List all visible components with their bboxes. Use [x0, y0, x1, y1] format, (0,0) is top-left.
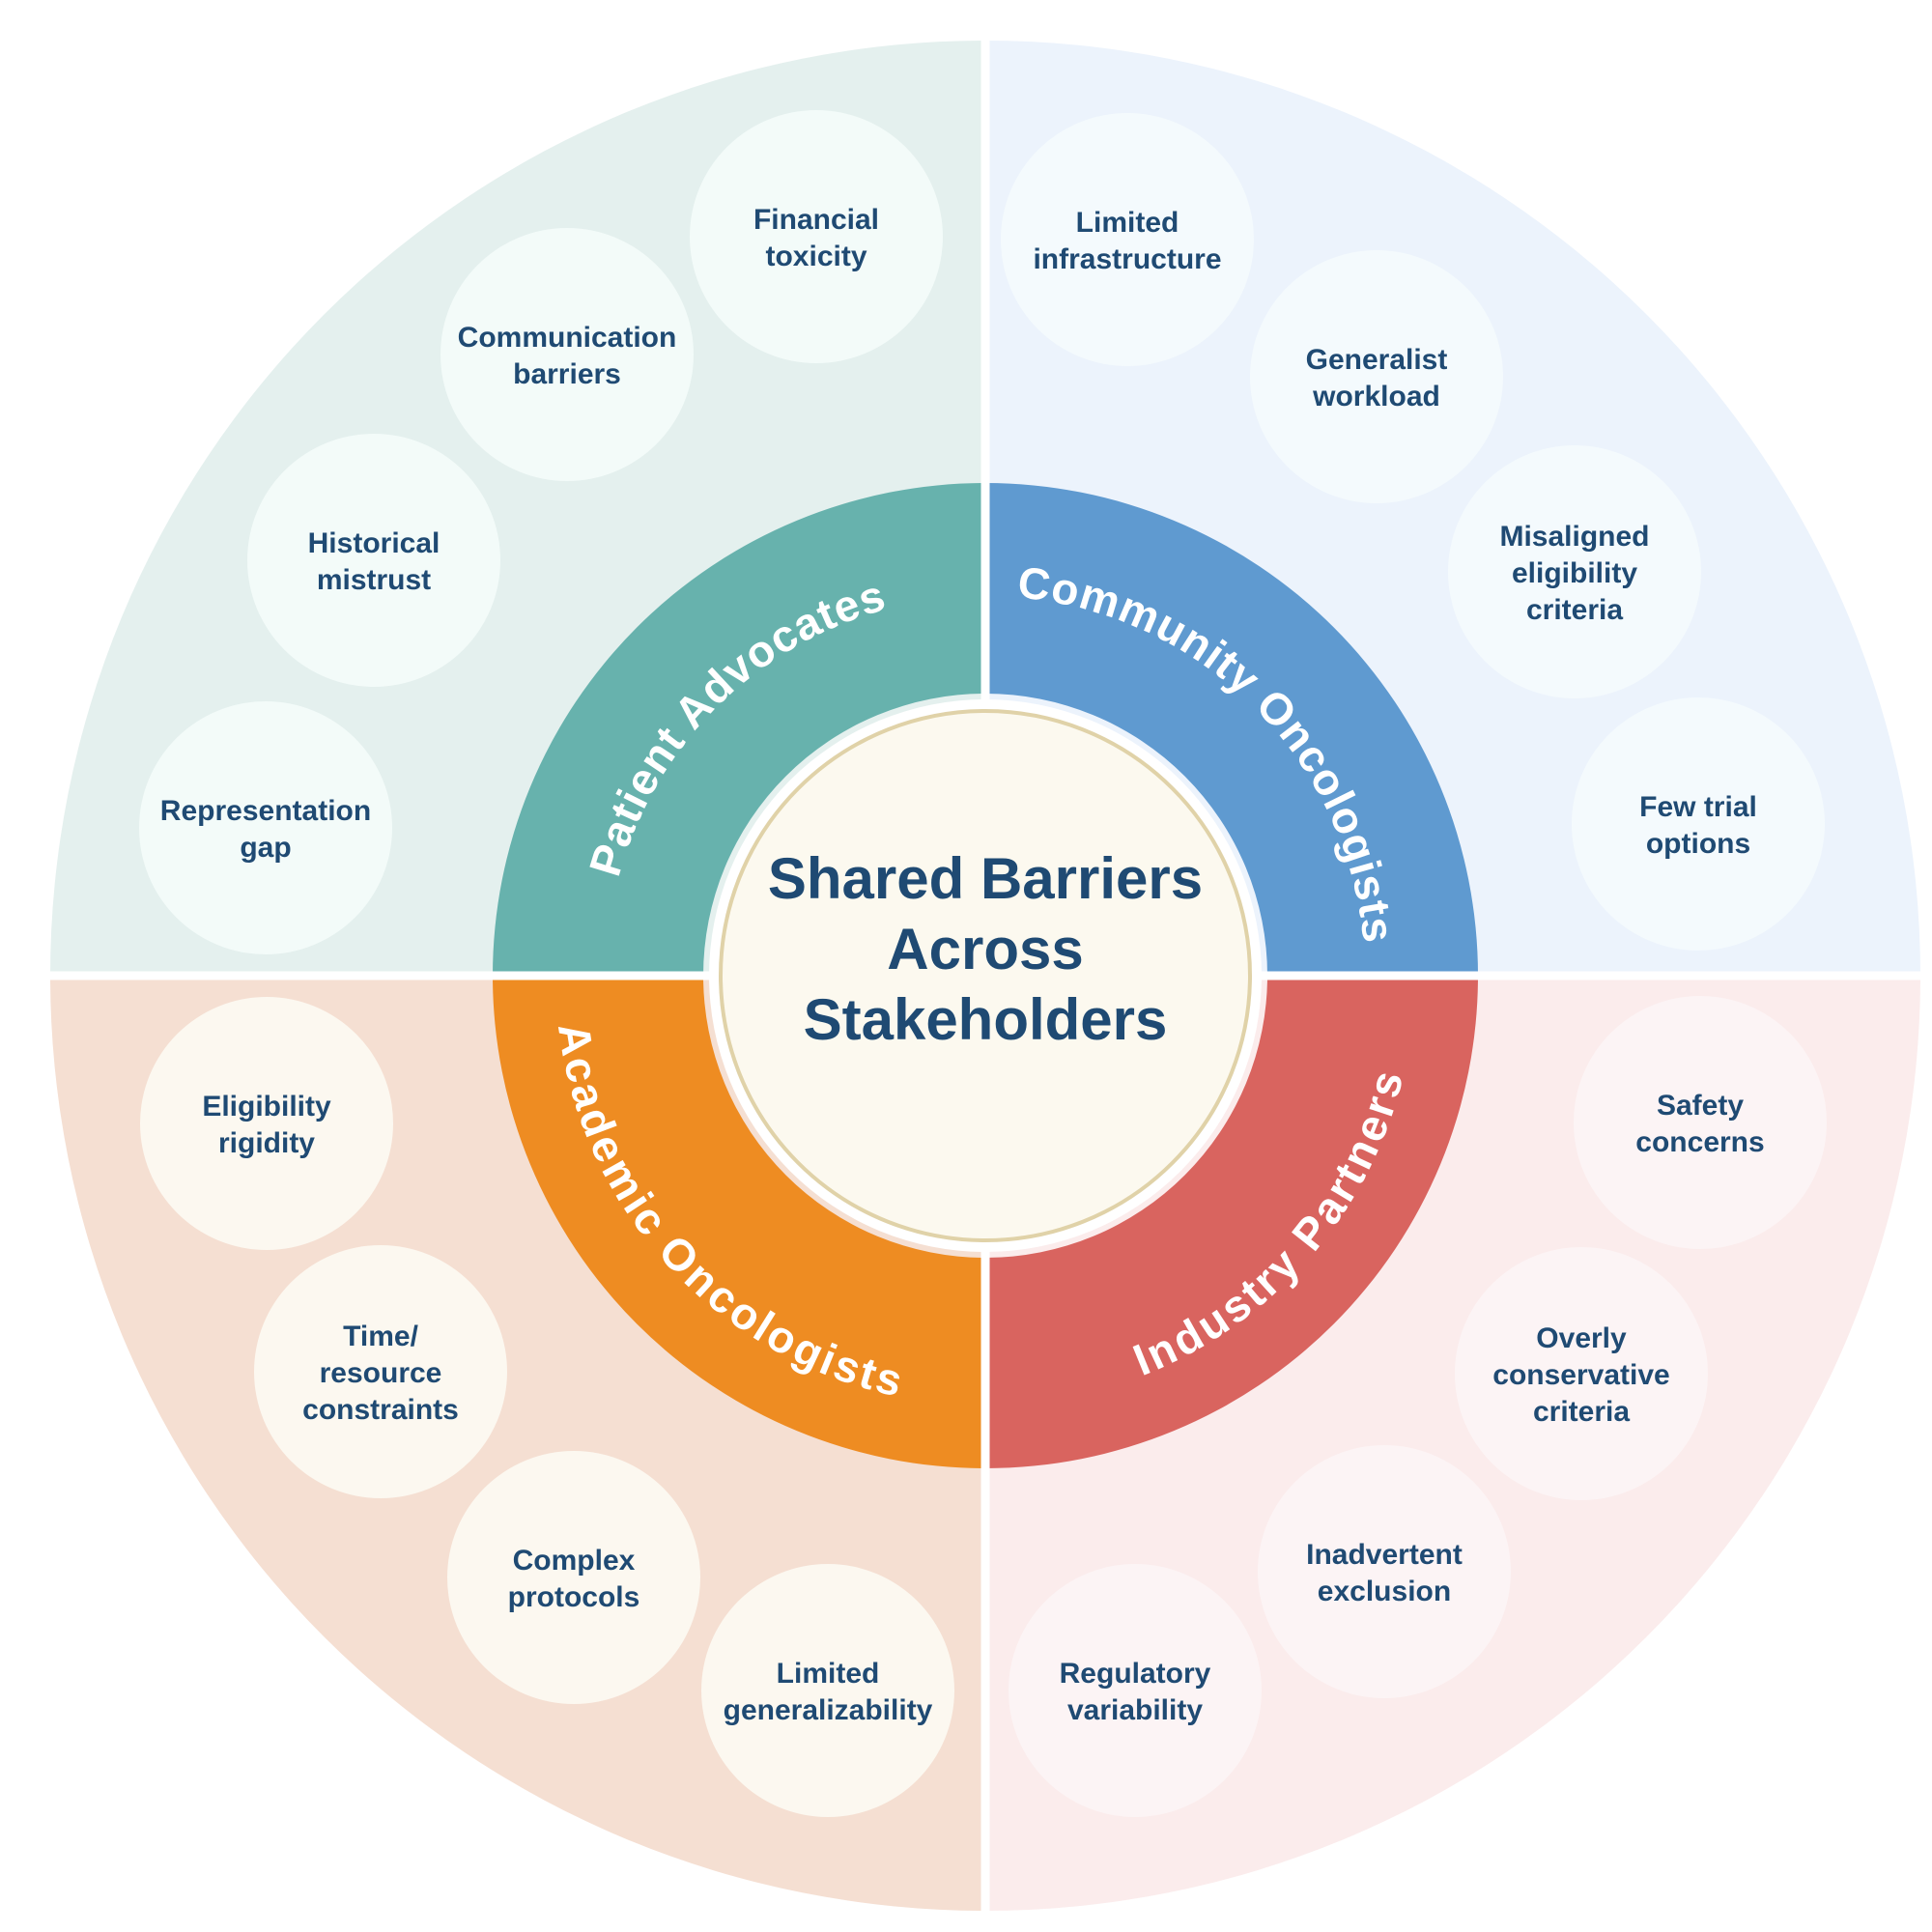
barrier-bubble: Financial toxicity [690, 110, 943, 363]
center-title-line-2: Across [887, 917, 1083, 981]
barrier-label-line: resource [320, 1357, 442, 1389]
barrier-bubble: Few trial options [1572, 697, 1825, 951]
barrier-bubble: Time/resource constraints [254, 1245, 507, 1498]
barrier-bubble: Communication barriers [440, 228, 694, 481]
center-title-line-1: Shared Barriers [768, 846, 1203, 911]
barrier-label-line: variability [1067, 1694, 1203, 1726]
barrier-label-line: options [1646, 828, 1750, 860]
barrier-bubble: Eligibility rigidity [140, 997, 393, 1250]
industry-partners-ring-segment [985, 976, 1478, 1468]
center-circle [719, 709, 1252, 1242]
barrier-bubble: Complex protocols [447, 1451, 700, 1704]
barrier-bubble: Representation gap [139, 701, 392, 954]
barrier-label-line: Representation [160, 795, 371, 827]
barrier-label-line: Inadvertent [1306, 1539, 1463, 1571]
barrier-bubble-circle [1250, 250, 1503, 503]
barrier-label-line: Time/ [343, 1321, 418, 1352]
barrier-label-line: infrastructure [1033, 243, 1221, 275]
barrier-bubble: Generalist workload [1250, 250, 1503, 503]
barrier-label-line: Regulatory [1060, 1658, 1211, 1690]
barrier-bubble-circle [701, 1564, 954, 1817]
barrier-bubble-circle [139, 701, 392, 954]
barrier-label-line: Complex [513, 1545, 636, 1577]
barrier-bubble-circle [447, 1451, 700, 1704]
barrier-label-line: toxicity [765, 241, 867, 272]
barrier-label-line: Limited [1076, 207, 1179, 239]
patient-advocates-ring-segment [493, 483, 985, 976]
barrier-bubble-circle [247, 434, 500, 687]
barrier-label-line: Overly [1536, 1322, 1627, 1354]
barrier-bubble: Limited infrastructure [1001, 113, 1254, 366]
barrier-bubble-circle [1455, 1247, 1708, 1500]
barrier-label-line: rigidity [218, 1127, 315, 1159]
community-oncologists-ring-segment [985, 483, 1478, 976]
barrier-label-line: barriers [513, 358, 621, 390]
barrier-label-line: Limited [777, 1658, 880, 1690]
barrier-bubble-circle [1574, 996, 1827, 1249]
barrier-label-line: criteria [1533, 1396, 1630, 1428]
barrier-bubble-circle [440, 228, 694, 481]
barrier-bubble-circle [254, 1245, 507, 1498]
barrier-bubble: Limited generalizability [701, 1564, 954, 1817]
barrier-label-line: Safety [1657, 1090, 1744, 1122]
barrier-label-line: eligibility [1512, 557, 1637, 589]
barrier-bubble-circle [1258, 1445, 1511, 1698]
barrier-label-line: Historical [308, 527, 440, 559]
barrier-label-line: Few trial [1639, 791, 1757, 823]
barrier-label-line: conservative [1492, 1359, 1669, 1391]
barrier-bubble: Inadvertent exclusion [1258, 1445, 1511, 1698]
barrier-label-line: mistrust [317, 564, 431, 596]
barrier-bubble: Regulatory variability [1009, 1564, 1262, 1817]
barrier-label-line: criteria [1526, 594, 1623, 626]
barrier-bubble-circle [1448, 445, 1701, 698]
barrier-bubble-circle [690, 110, 943, 363]
barrier-label-line: Generalist [1306, 344, 1448, 376]
barrier-bubble-circle [1572, 697, 1825, 951]
barrier-label-line: workload [1312, 381, 1440, 412]
barrier-bubble: Safety concerns [1574, 996, 1827, 1249]
barrier-bubble-circle [140, 997, 393, 1250]
barrier-bubble: Misaligned eligibility criteria [1448, 445, 1701, 698]
barrier-bubble: Historical mistrust [247, 434, 500, 687]
barrier-label-line: gap [240, 832, 291, 864]
barrier-label-line: Eligibility [202, 1091, 331, 1122]
center-hub: Shared Barriers Across Stakeholders [709, 699, 1262, 1252]
barrier-label-line: protocols [508, 1581, 640, 1613]
barrier-label-line: Misaligned [1499, 521, 1649, 553]
barrier-label-line: exclusion [1318, 1576, 1451, 1607]
barrier-label-line: concerns [1635, 1126, 1764, 1158]
center-title-line-3: Stakeholders [804, 987, 1168, 1052]
barrier-label-line: Financial [753, 204, 879, 236]
barrier-bubble-circle [1001, 113, 1254, 366]
barrier-label-line: generalizability [724, 1694, 933, 1726]
barrier-bubble: Overly conservative criteria [1455, 1247, 1708, 1500]
barrier-bubble-circle [1009, 1564, 1262, 1817]
barrier-label-line: Communication [458, 322, 677, 354]
academic-oncologists-ring-segment [493, 976, 985, 1468]
barrier-label-line: constraints [302, 1394, 459, 1426]
